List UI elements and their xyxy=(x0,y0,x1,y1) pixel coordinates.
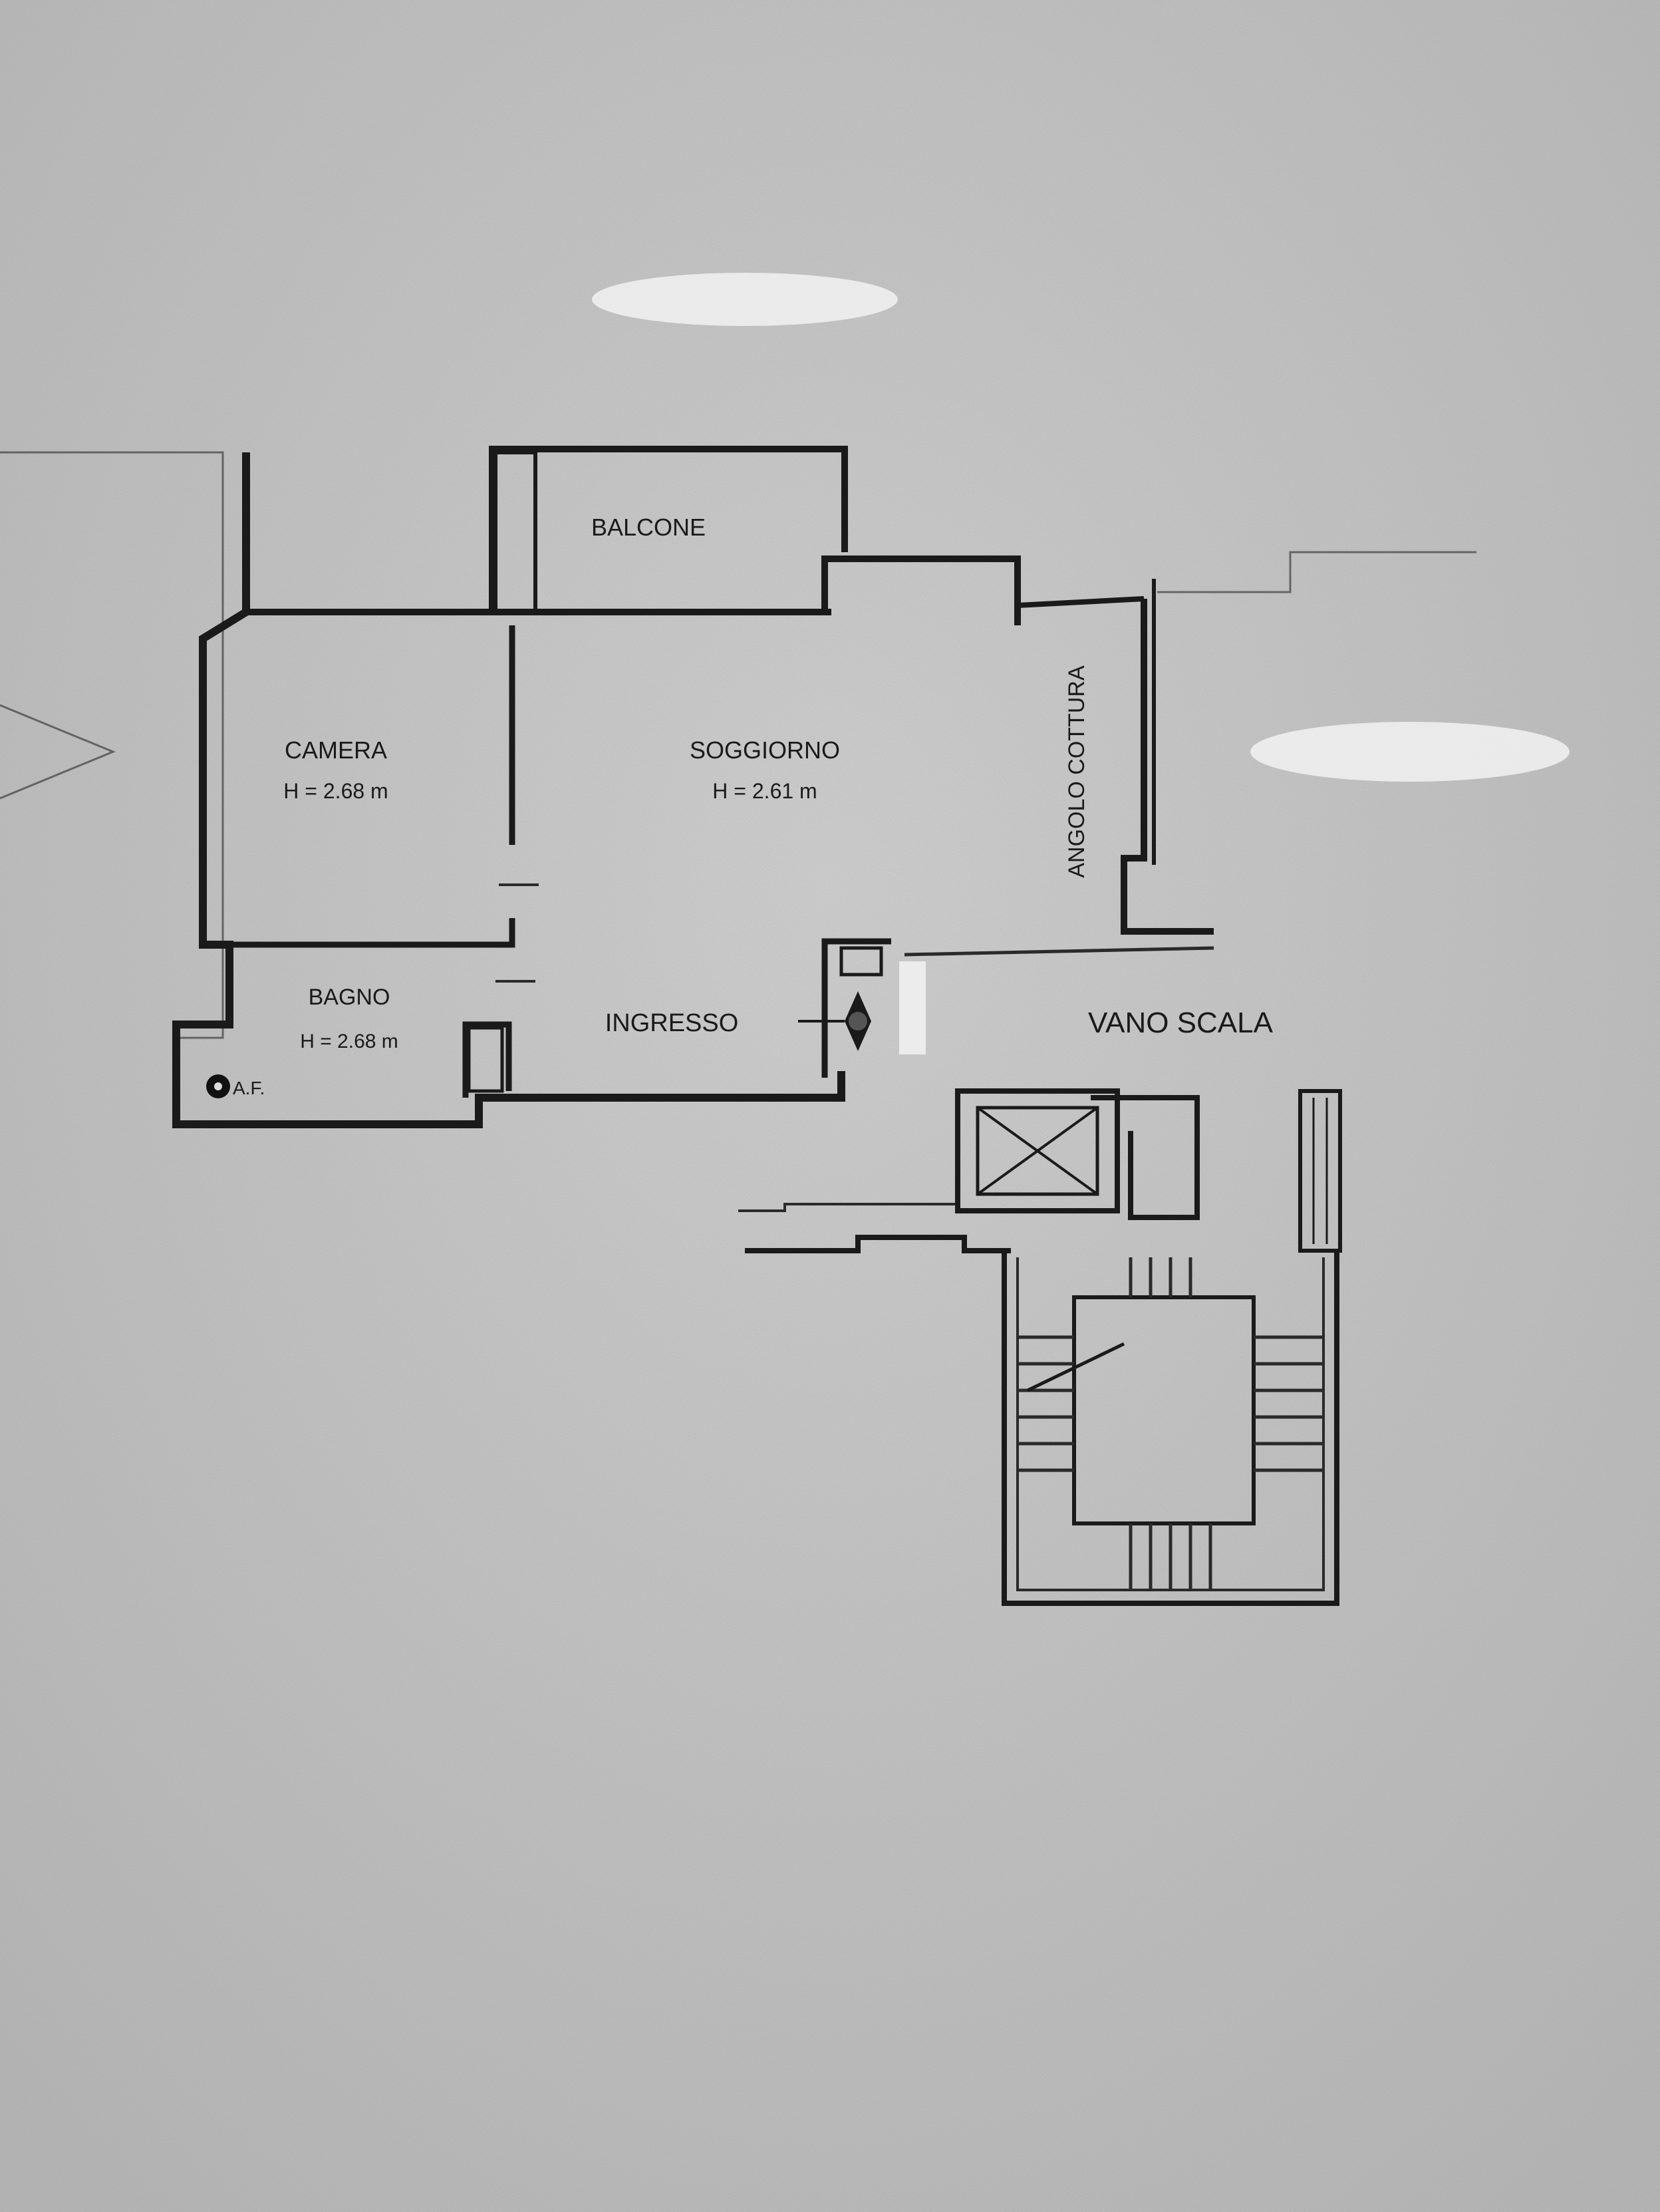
erased-mark-right xyxy=(1250,722,1570,782)
room-name-balcone: BALCONE xyxy=(591,514,706,541)
apartment-walls xyxy=(172,446,1214,1128)
room-height-bagno: H = 2.68 m xyxy=(300,1030,398,1052)
erased-mark-door xyxy=(899,961,926,1054)
staircase xyxy=(738,1088,1342,1606)
erased-mark-top xyxy=(592,273,898,326)
room-name-bagno: BAGNO xyxy=(309,985,390,1010)
room-labels: BALCONE CAMERA H = 2.68 m SOGGIORNO H = … xyxy=(233,514,1274,1098)
af-label: A.F. xyxy=(233,1078,265,1098)
room-name-camera: CAMERA xyxy=(285,736,387,764)
room-name-soggiorno: SOGGIORNO xyxy=(690,736,840,764)
neighbour-outlines xyxy=(0,451,1476,1039)
room-height-soggiorno: H = 2.61 m xyxy=(712,779,817,803)
room-name-ingresso: INGRESSO xyxy=(605,1009,739,1037)
room-name-angolo-cottura: ANGOLO COTTURA xyxy=(1064,665,1089,878)
entrance-door-symbol xyxy=(798,991,871,1051)
room-name-vano-scala: VANO SCALA xyxy=(1088,1007,1274,1039)
af-symbol xyxy=(206,1074,230,1098)
room-height-camera: H = 2.68 m xyxy=(283,779,388,803)
